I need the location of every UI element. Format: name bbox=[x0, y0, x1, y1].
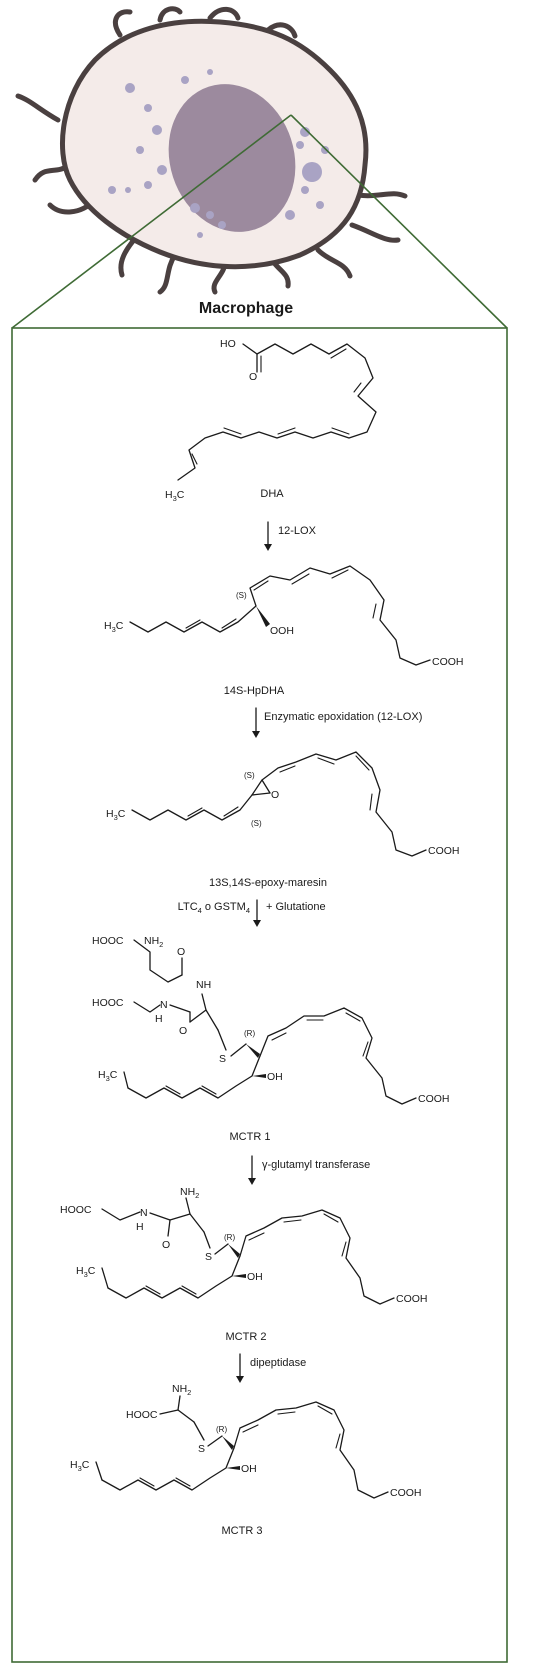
macrophage-illustration: Macrophage bbox=[15, 6, 408, 317]
compound-name-14s-hpdha: 14S-HpDHA bbox=[224, 685, 285, 697]
enzyme-label-3: + Glutatione bbox=[266, 901, 326, 913]
svg-text:H3C: H3C bbox=[70, 1459, 90, 1473]
compound-name-mctr2: MCTR 2 bbox=[226, 1331, 267, 1343]
step-arrow-3: LTC4 o GSTM4 + Glutatione bbox=[178, 899, 326, 927]
vesicles bbox=[108, 69, 329, 238]
svg-text:H3C: H3C bbox=[106, 808, 126, 822]
svg-text:H3C: H3C bbox=[76, 1265, 96, 1279]
compound-name-dha: DHA bbox=[260, 488, 284, 500]
enzyme-label-1: 12-LOX bbox=[278, 525, 317, 537]
svg-text:S: S bbox=[205, 1251, 212, 1263]
svg-text:S: S bbox=[219, 1053, 226, 1065]
compound-name-epoxy-maresin: 13S,14S-epoxy-maresin bbox=[209, 877, 327, 889]
svg-text:H: H bbox=[155, 1013, 163, 1025]
svg-text:COOH: COOH bbox=[428, 845, 460, 857]
macrophage-label: Macrophage bbox=[199, 300, 293, 317]
svg-text:(S): (S) bbox=[236, 591, 247, 600]
svg-text:NH2: NH2 bbox=[172, 1383, 191, 1397]
svg-text:H3C: H3C bbox=[98, 1069, 118, 1083]
svg-text:OH: OH bbox=[267, 1071, 283, 1083]
svg-text:H3C: H3C bbox=[104, 620, 124, 634]
svg-text:HOOC: HOOC bbox=[60, 1204, 92, 1216]
enzyme-label-4: γ-glutamyl transferase bbox=[262, 1159, 370, 1171]
svg-text:NH2: NH2 bbox=[180, 1186, 199, 1200]
svg-text:COOH: COOH bbox=[390, 1487, 422, 1499]
step-3-left-label: LTC4 o GSTM4 bbox=[178, 901, 250, 915]
svg-text:(R): (R) bbox=[216, 1425, 227, 1434]
svg-text:COOH: COOH bbox=[432, 656, 464, 668]
structure-dha: HO O H3C DHA bbox=[165, 338, 377, 503]
svg-text:(R): (R) bbox=[244, 1029, 255, 1038]
svg-text:O: O bbox=[179, 1025, 187, 1037]
structure-epoxy-maresin: H3C O (S) (S) COOH 13S,14S-epoxy-maresin bbox=[106, 751, 460, 889]
structure-14s-hpdha: H3C (S) OOH COOH 14S-HpDHA bbox=[104, 565, 464, 697]
svg-text:OH: OH bbox=[247, 1271, 263, 1283]
svg-text:OH: OH bbox=[241, 1463, 257, 1475]
svg-text:O: O bbox=[249, 371, 257, 383]
svg-text:H: H bbox=[136, 1221, 144, 1233]
svg-text:O: O bbox=[271, 789, 279, 801]
cell-nucleus bbox=[168, 84, 296, 232]
svg-text:(S): (S) bbox=[244, 771, 255, 780]
svg-text:HO: HO bbox=[220, 338, 236, 350]
svg-text:O: O bbox=[177, 946, 185, 958]
structure-mctr2: NH2 HOOC N H O S (R) OH H3C COOH MCTR 2 bbox=[60, 1186, 428, 1343]
enzyme-label-5: dipeptidase bbox=[250, 1357, 306, 1369]
svg-text:N: N bbox=[160, 999, 168, 1011]
svg-text:HOOC: HOOC bbox=[92, 935, 124, 947]
svg-text:NH: NH bbox=[196, 979, 211, 991]
svg-text:NH2: NH2 bbox=[144, 935, 163, 949]
step-arrow-2: Enzymatic epoxidation (12-LOX) bbox=[252, 707, 422, 738]
enzyme-label-2: Enzymatic epoxidation (12-LOX) bbox=[264, 711, 422, 723]
svg-text:COOH: COOH bbox=[396, 1293, 428, 1305]
structure-mctr3: NH2 HOOC S (R) OH H3C COOH MCTR 3 bbox=[70, 1383, 422, 1537]
svg-text:H3C: H3C bbox=[165, 489, 185, 503]
step-arrow-1: 12-LOX bbox=[264, 521, 317, 551]
svg-text:S: S bbox=[198, 1443, 205, 1455]
step-arrow-5: dipeptidase bbox=[236, 1353, 306, 1383]
svg-text:HOOC: HOOC bbox=[126, 1409, 158, 1421]
svg-text:HOOC: HOOC bbox=[92, 997, 124, 1009]
svg-text:(S): (S) bbox=[251, 819, 262, 828]
svg-text:COOH: COOH bbox=[418, 1093, 450, 1105]
svg-text:O: O bbox=[162, 1239, 170, 1251]
zoom-frame bbox=[11, 114, 508, 1663]
step-arrow-4: γ-glutamyl transferase bbox=[248, 1155, 370, 1185]
svg-text:N: N bbox=[140, 1207, 148, 1219]
svg-text:OOH: OOH bbox=[270, 625, 294, 637]
compound-name-mctr3: MCTR 3 bbox=[222, 1525, 263, 1537]
compound-name-mctr1: MCTR 1 bbox=[230, 1131, 271, 1143]
svg-text:(R): (R) bbox=[224, 1233, 235, 1242]
structure-mctr1: HOOC NH2 O NH HOOC N H O S (R) OH H3C CO… bbox=[92, 935, 450, 1143]
